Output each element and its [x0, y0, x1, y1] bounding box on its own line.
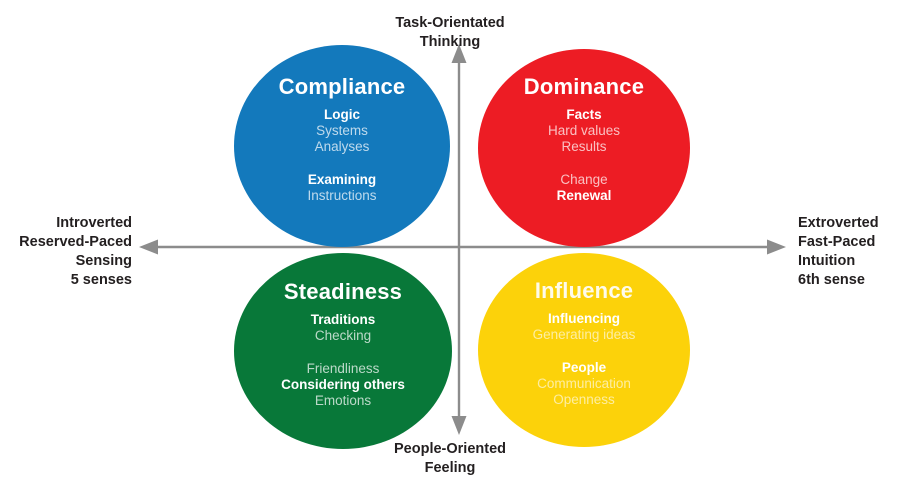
quadrant-dominance[interactable]: Dominance Facts Hard values Results Chan…	[478, 49, 690, 247]
axis-label-right-line2: Fast-Paced	[798, 234, 876, 251]
quadrant-steadiness[interactable]: Steadiness Traditions Checking Friendlin…	[234, 253, 452, 449]
trait-group-primary: Influencing Generating ideas	[533, 311, 636, 343]
axis-label-top-line1: Task-Orientated	[395, 15, 505, 31]
axis-label-left-line3: Sensing	[75, 253, 132, 270]
axis-label-top: Task-Orientated Thinking	[0, 14, 900, 52]
quadrant-title-dominance: Dominance	[523, 74, 645, 99]
trait-group-primary: Facts Hard values Results	[548, 107, 620, 155]
trait-item: Influencing	[547, 311, 620, 327]
trait-item: Examining	[307, 171, 377, 187]
arrow-left-icon	[139, 239, 158, 255]
trait-group-secondary: Examining Instructions	[307, 172, 376, 204]
trait-item: Analyses	[314, 139, 370, 155]
quadrant-title-steadiness: Steadiness	[283, 279, 403, 304]
trait-item: Communication	[537, 375, 631, 391]
trait-item: Systems	[316, 123, 368, 139]
axis-label-top-line2: Thinking	[419, 34, 481, 51]
axis-label-right-line3: Intuition	[798, 253, 856, 270]
axis-label-left-line2: Reserved-Paced	[19, 234, 132, 251]
axis-label-right-line4: 6th sense	[798, 272, 865, 289]
trait-item: Traditions	[310, 312, 376, 328]
trait-item: Logic	[324, 107, 360, 123]
axis-label-left-line4: 5 senses	[70, 272, 132, 289]
axis-label-right: Extroverted Fast-Paced Intuition 6th sen…	[798, 214, 900, 291]
axis-label-left-line1: Introverted	[56, 215, 132, 231]
horizontal-axis	[139, 239, 786, 255]
trait-group-secondary: Change Renewal	[557, 172, 612, 204]
arrow-up-icon	[451, 44, 467, 63]
trait-group-secondary: People Communication Openness	[537, 360, 631, 408]
quadrant-title-compliance: Compliance	[278, 74, 406, 99]
axis-label-bottom-line2: Feeling	[424, 460, 476, 477]
trait-item: Emotions	[314, 392, 372, 408]
trait-item: Change	[560, 171, 608, 187]
vertical-axis	[451, 44, 467, 435]
quadrant-compliance[interactable]: Compliance Logic Systems Analyses Examin…	[234, 45, 450, 247]
quadrant-influence[interactable]: Influence Influencing Generating ideas P…	[478, 253, 690, 447]
axis-label-left: Introverted Reserved-Paced Sensing 5 sen…	[8, 214, 132, 291]
trait-item: Checking	[314, 328, 372, 344]
arrow-down-icon	[451, 416, 467, 435]
trait-item: Openness	[553, 391, 615, 407]
arrow-right-icon	[767, 239, 786, 255]
trait-item: Results	[561, 139, 607, 155]
trait-item: Friendliness	[306, 361, 380, 377]
trait-item: Instructions	[307, 187, 377, 203]
trait-item: Facts	[566, 107, 602, 123]
axis-label-bottom: People-Oriented Feeling	[0, 440, 900, 478]
axis-label-right-line1: Extroverted	[798, 215, 879, 231]
trait-group-primary: Traditions Checking	[311, 312, 376, 344]
trait-item: Generating ideas	[532, 327, 636, 343]
axis-label-bottom-line1: People-Oriented	[394, 441, 506, 457]
trait-group-primary: Logic Systems Analyses	[315, 107, 370, 155]
trait-item: Renewal	[556, 187, 612, 203]
trait-item: Hard values	[547, 123, 621, 139]
trait-item: People	[561, 360, 607, 376]
trait-group-secondary: Friendliness Considering others Emotions	[281, 361, 405, 409]
trait-item: Considering others	[281, 376, 405, 392]
quadrant-title-influence: Influence	[534, 278, 634, 303]
